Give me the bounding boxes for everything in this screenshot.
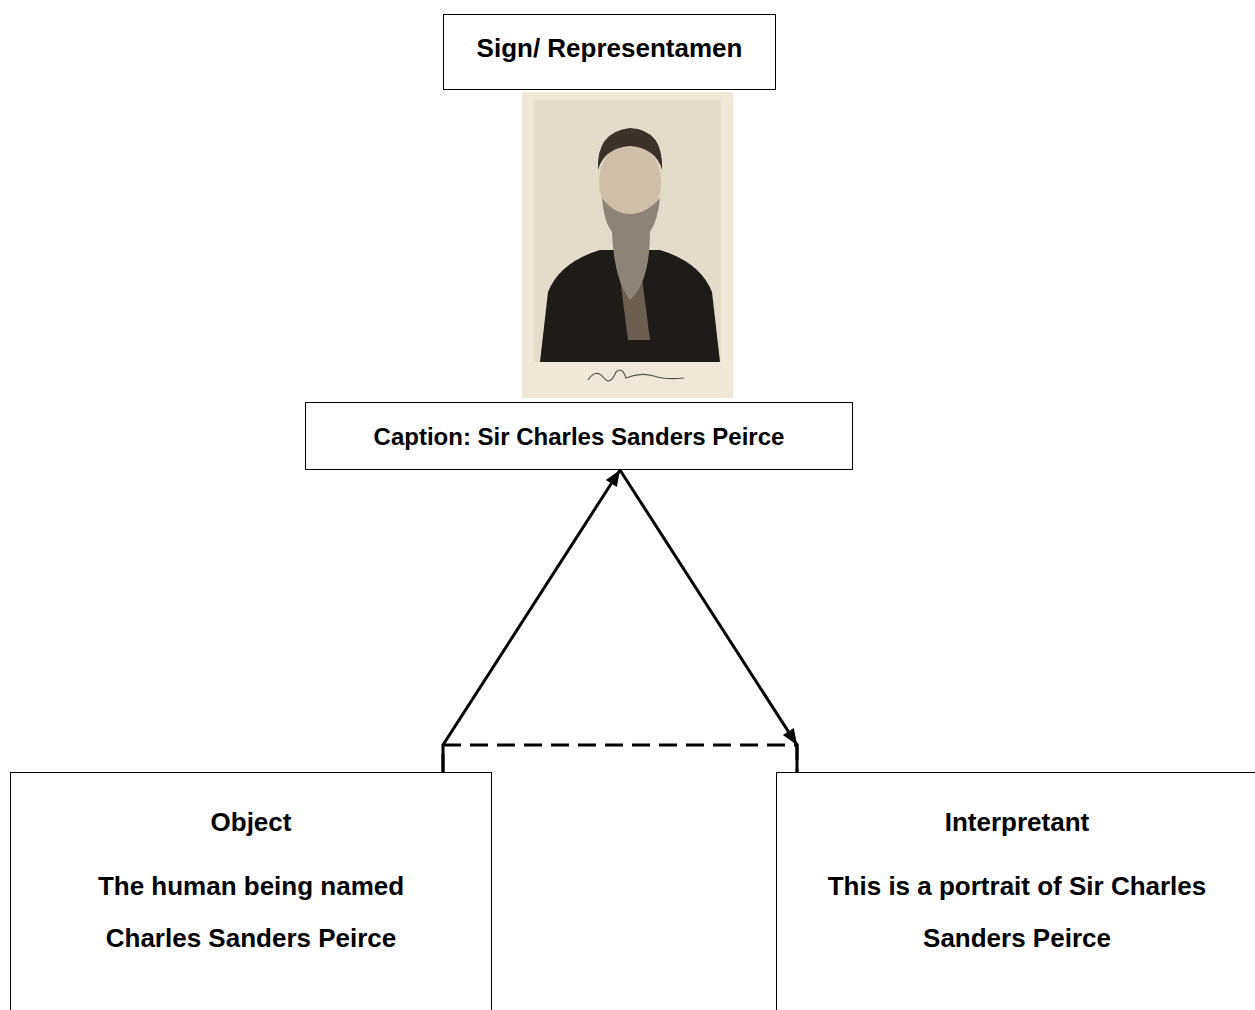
arrow-head	[606, 470, 620, 487]
sign-box: Sign/ Representamen	[443, 14, 776, 90]
arrow-head	[783, 728, 797, 745]
dashed-connector	[443, 745, 797, 772]
portrait-beard	[602, 198, 660, 300]
node-heading: Sign/ Representamen	[477, 33, 743, 64]
node-heading: Object	[211, 807, 292, 838]
portrait-plate	[522, 92, 733, 398]
arrow-connector	[443, 470, 620, 772]
node-body: The human being named Charles Sanders Pe…	[76, 860, 426, 964]
caption-box: Caption: Sir Charles Sanders Peirce	[305, 402, 853, 470]
connector-line	[620, 470, 797, 772]
object-box: ObjectThe human being named Charles Sand…	[10, 772, 492, 1010]
interpretant-box: InterpretantThis is a portrait of Sir Ch…	[776, 772, 1255, 1010]
portrait-hair	[598, 128, 662, 170]
node-heading: Interpretant	[945, 807, 1089, 838]
portrait-ground	[534, 100, 721, 362]
arrow-connector	[620, 470, 797, 772]
portrait-signature	[588, 370, 684, 381]
node-heading: Caption: Sir Charles Sanders Peirce	[374, 423, 785, 452]
node-body: This is a portrait of Sir Charles Sander…	[827, 860, 1207, 964]
connector-line	[443, 470, 620, 772]
connector-line	[443, 745, 797, 772]
